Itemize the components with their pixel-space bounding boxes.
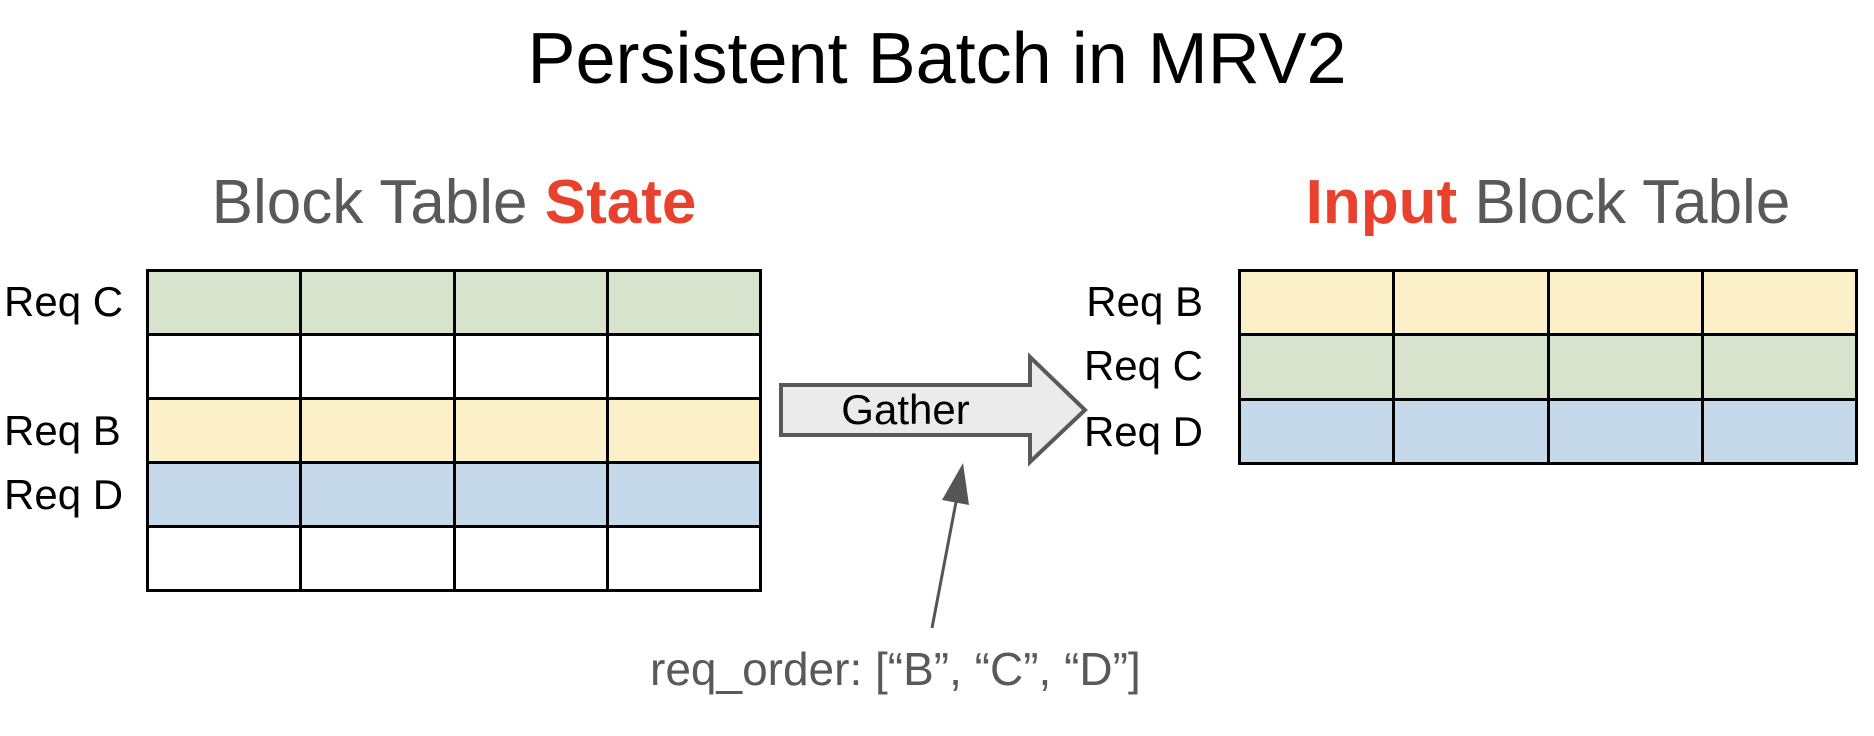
table-cell xyxy=(1703,336,1855,398)
left-row-label-req-c: Req C xyxy=(4,277,124,325)
table-cell xyxy=(1549,336,1701,398)
right-row-label-req-b: Req B xyxy=(1086,277,1203,325)
left-table-heading: Block Table State xyxy=(146,166,762,240)
table-cell xyxy=(608,400,759,461)
right-heading-emphasis: Input xyxy=(1305,168,1458,237)
right-row-label-req-d: Req D xyxy=(1083,407,1203,455)
table-cell xyxy=(302,336,453,397)
table-cell xyxy=(149,336,300,397)
annotation-arrow-line xyxy=(930,501,958,629)
left-row-label-req-d: Req D xyxy=(4,471,124,518)
table-cell xyxy=(1395,400,1547,462)
table-cell xyxy=(1241,336,1393,398)
table-cell xyxy=(1241,272,1393,334)
gather-label: Gather xyxy=(841,386,970,433)
table-cell xyxy=(455,336,606,397)
left-row-label-req-b: Req B xyxy=(4,407,121,454)
table-cell xyxy=(149,272,300,333)
right-row-label-req-c: Req C xyxy=(1083,342,1203,389)
input-block-table xyxy=(1238,269,1858,465)
right-heading-suffix: Block Table xyxy=(1457,168,1791,237)
table-cell xyxy=(1395,336,1547,398)
table-cell xyxy=(149,400,300,461)
left-heading-prefix: Block Table xyxy=(211,168,545,237)
table-cell xyxy=(455,464,606,525)
table-cell xyxy=(302,400,453,461)
table-cell xyxy=(1703,400,1855,462)
table-cell xyxy=(302,272,453,333)
table-cell xyxy=(455,400,606,461)
req-order-annotation: req_order: [“B”, “C”, “D”] xyxy=(650,643,1141,695)
table-cell xyxy=(1703,272,1855,334)
table-cell xyxy=(1549,400,1701,462)
table-cell xyxy=(455,272,606,333)
table-cell xyxy=(608,272,759,333)
table-cell xyxy=(608,336,759,397)
right-table-heading: Input Block Table xyxy=(1232,166,1864,240)
gather-arrow-icon xyxy=(779,352,1088,467)
table-cell xyxy=(1241,400,1393,462)
table-cell xyxy=(455,528,606,589)
state-block-table xyxy=(146,269,762,592)
left-heading-emphasis: State xyxy=(544,168,697,237)
table-cell xyxy=(608,528,759,589)
slide-title: Persistent Batch in MRV2 xyxy=(527,19,1347,99)
table-cell xyxy=(608,464,759,525)
table-cell xyxy=(149,464,300,525)
table-cell xyxy=(302,528,453,589)
table-cell xyxy=(1549,272,1701,334)
table-cell xyxy=(1395,272,1547,334)
table-cell xyxy=(302,464,453,525)
annotation-arrowhead-icon xyxy=(942,463,969,505)
table-cell xyxy=(149,528,300,589)
